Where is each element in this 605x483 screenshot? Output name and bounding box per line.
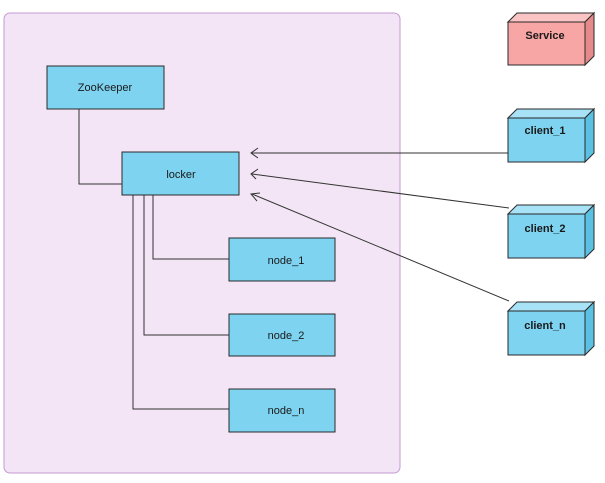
client-n-cube-top [506, 301, 596, 312]
client-2-cube[interactable]: client_2 [506, 203, 596, 260]
arrowhead-client-2 [250, 168, 259, 180]
node-2-box [228, 313, 336, 357]
node-1-label: node_1 [268, 255, 305, 267]
client-2-cube-front [507, 213, 586, 259]
locker-label: locker [166, 169, 196, 181]
client-2-cube-top [506, 204, 596, 215]
node-2[interactable]: node_2 [228, 313, 336, 357]
node-n-box [228, 388, 336, 433]
container-frame [3, 12, 401, 474]
client-n-cube-side [584, 300, 595, 357]
edge-client-n-locker [251, 193, 510, 302]
zookeeper-box [46, 65, 165, 110]
node-1-box [228, 237, 336, 282]
service-label: Service [525, 30, 564, 42]
service-cube-front [507, 21, 586, 66]
node-n[interactable]: node_n [228, 388, 336, 433]
node-1[interactable]: node_1 [228, 237, 336, 282]
client-1-cube-top [506, 108, 596, 119]
edge-locker-node-2 [143, 195, 229, 336]
node-2-label: node_2 [268, 330, 305, 342]
client-1-cube-side [584, 107, 595, 164]
client-2-cube-side [584, 203, 595, 260]
zookeeper-node[interactable]: ZooKeeper [46, 65, 165, 110]
client-1-cube[interactable]: client_1 [506, 107, 596, 164]
edge-client-2-locker [251, 173, 510, 209]
locker-node[interactable]: locker [121, 151, 240, 196]
edge-locker-node-n [132, 195, 229, 410]
client-n-label: client_n [524, 320, 566, 332]
edge-zookeeper-locker [78, 109, 122, 185]
node-n-label: node_n [268, 405, 305, 417]
service-cube-side [584, 11, 595, 67]
service-cube[interactable]: Service [506, 11, 596, 67]
client-1-label: client_1 [525, 125, 566, 137]
client-n-cube-front [507, 310, 586, 356]
arrowhead-client-n [250, 192, 261, 202]
client-2-label: client_2 [525, 223, 566, 235]
edge-locker-node-1 [152, 195, 229, 260]
client-n-cube[interactable]: client_n [506, 300, 596, 357]
arrowhead-client-1 [250, 147, 259, 159]
connectors [78, 109, 510, 410]
locker-box [121, 151, 240, 196]
service-cube-top [506, 12, 596, 23]
client-1-cube-front [507, 117, 586, 163]
zookeeper-label: ZooKeeper [78, 82, 133, 94]
